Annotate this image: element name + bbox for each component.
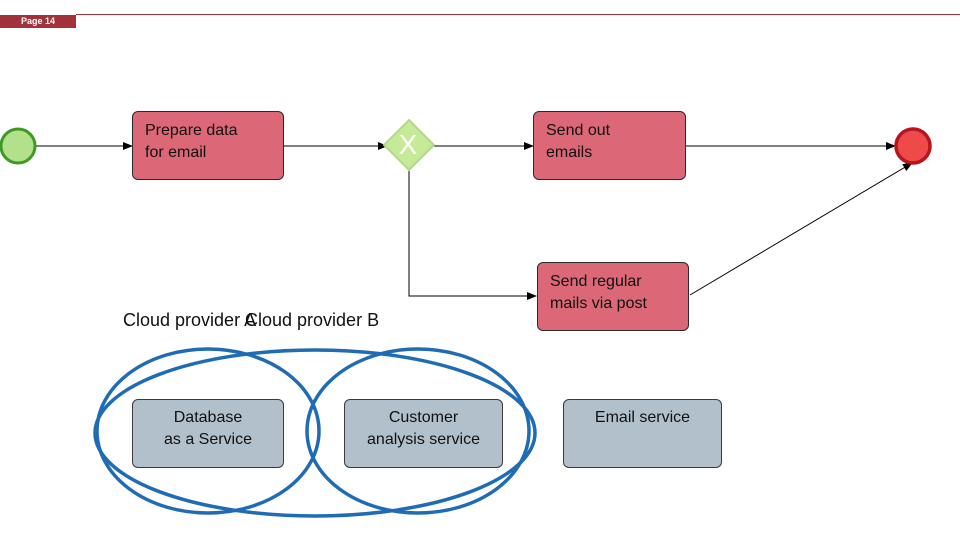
- service-database: Database as a Service: [132, 399, 284, 468]
- task-prepare-line-1: Prepare data: [145, 122, 238, 139]
- end-event-icon: [894, 127, 932, 165]
- header-rule: [76, 14, 960, 15]
- task-emails-line-2: emails: [546, 144, 593, 161]
- start-event-icon: [0, 127, 37, 165]
- task-send-post: Send regular mails via post: [537, 262, 689, 331]
- cloud-provider-b-label: Cloud provider B: [245, 310, 380, 330]
- service-database-line-2: as a Service: [163, 431, 253, 448]
- task-prepare-line-2: for email: [145, 144, 207, 161]
- page-number-badge: Page 14: [0, 15, 76, 28]
- task-post-line-1: Send regular: [550, 273, 642, 290]
- service-email: Email service: [563, 399, 722, 468]
- exclusive-gateway-icon: [382, 118, 436, 172]
- flow-gateway-to-post: [408, 170, 537, 300]
- cloud-provider-b-outline: [305, 347, 531, 515]
- task-send-emails: Send out emails: [533, 111, 686, 180]
- service-customer-line-1: Customer: [388, 409, 459, 426]
- cloud-provider-a-outline: [95, 347, 321, 515]
- service-email-line-1: Email service: [594, 409, 691, 426]
- task-emails-line-1: Send out: [546, 122, 611, 139]
- cloud-provider-a-label: Cloud provider A: [123, 310, 257, 330]
- task-prepare-data: Prepare data for email: [132, 111, 284, 180]
- service-customer-analysis: Customer analysis service: [344, 399, 503, 468]
- gateway-x-label: X: [398, 129, 418, 160]
- service-database-line-1: Database: [173, 409, 243, 426]
- service-customer-line-2: analysis service: [367, 431, 480, 448]
- flow-post-to-end: [689, 162, 913, 296]
- task-post-line-2: mails via post: [550, 295, 647, 312]
- cloud-overlap-outline: [93, 348, 537, 518]
